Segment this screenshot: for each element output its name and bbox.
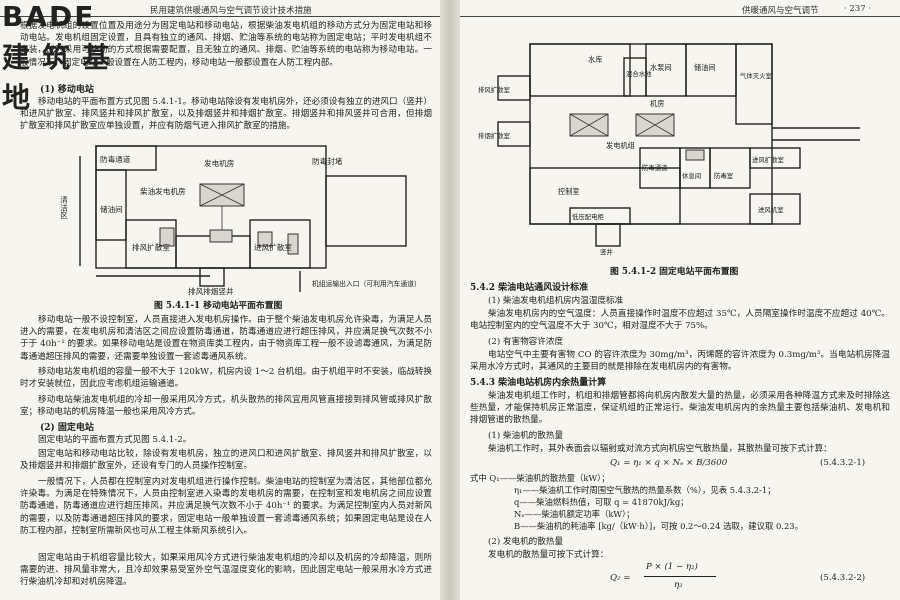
label-chuyou: 储油间: [100, 204, 123, 214]
label-xiuxi: 休息间: [682, 171, 701, 180]
var-eta1: η₁——柴油机工作时周围空气散热的热量系数（%），见表 5.4.3.2-1；: [514, 485, 776, 495]
paragraph-harmful: 电站空气中主要有害物 CO 的容许浓度为 30mg/m³，丙烯醛的容许浓度为 0…: [470, 350, 890, 373]
figure-mobile-station: 防毒通道 发电机房 柴油发电机房 储油间 防毒封堵 排风扩散室 进风扩散室 排风…: [59, 145, 421, 296]
paragraph-fixed-compare: 固定电站和移动电站比较，除设有发电机房，独立的进风口和进风扩散室、排风竖井和排风…: [20, 449, 432, 472]
sub-diesel-heat: (1) 柴油机的散热量: [488, 431, 564, 441]
label-jinfeng: 进风扩散室: [254, 242, 292, 252]
label-jinfengji: 进风机室: [758, 205, 784, 214]
section-5-4-3: 5.4.3 柴油电站机房内余热量计算: [470, 378, 607, 388]
var-q: q——柴油燃料热值，可取 q = 41870kJ/kg；: [514, 497, 689, 507]
var-ne: Nₑ——柴油机额定功率（kW）；: [514, 509, 635, 519]
equation-2-number: (5.4.3.2-2): [820, 573, 866, 583]
label-qiti: 气体灭火室: [740, 71, 773, 80]
equation-2-bar: [644, 576, 716, 577]
paragraph-intro: 根据发电机组的设置位置及用途分为固定电站和移动电站，根据柴油发电机组的移动方式分…: [20, 21, 432, 68]
label-paiyan: 排烟扩散室: [478, 131, 511, 140]
label-jifang: 机房: [650, 99, 664, 108]
label-jizu: 机组运输出入口（可利用汽车通道）: [312, 279, 421, 288]
label-qingjie: 清洁区: [59, 195, 68, 219]
sub-temp-humidity: (1) 柴油发电机组机房内温湿度标准: [488, 296, 624, 306]
header-rule: [0, 16, 440, 17]
equation-2: Q₂ = P × (1 − η₂) η₂: [610, 562, 750, 596]
label-chuyou: 储油间: [694, 63, 716, 72]
var-q1: 式中 Q₁——柴油机的散热量（kW）；: [470, 473, 610, 483]
paragraph-fixed-cooling: 固定电站由于机组容量比较大，如果采用风冷方式进行柴油发电机组的冷却以及机房的冷却…: [20, 553, 432, 588]
label-fadian: 发电机房: [204, 158, 234, 168]
paragraph-heat: 柴油发电机组工作时，机组和排烟管都将向机房内散发大量的热量，必须采用各种降温方式…: [470, 391, 890, 426]
label-shuiku: 水库: [588, 55, 602, 64]
label-jinfeng: 进风扩散室: [752, 155, 785, 164]
paragraph-fixed-control: 一般情况下，人员都在控制室内对发电机组进行操作控制。柴油电站的控制室为清洁区，其…: [20, 477, 432, 536]
sub-generator-heat: (2) 发电机的散热量: [488, 537, 564, 547]
label-fangdushi: 防毒室: [714, 171, 734, 180]
equation-2-numerator: P × (1 − η₂): [646, 562, 698, 572]
paragraph-mobile-layout: 移动电站的平面布置方式见图 5.4.1-1。移动电站除设有发电机房外，还必须设有…: [20, 97, 432, 132]
label-fangdu: 防毒通道: [100, 154, 131, 164]
right-page-header: 供暖通风与空气调节: [742, 6, 819, 16]
book-gutter: [440, 0, 460, 600]
left-page: 民用建筑供暖通风与空气调节设计技术措施 根据发电机组的设置位置及用途分为固定电站…: [0, 0, 440, 600]
variable-list: 式中 Q₁——柴油机的散热量（kW）； η₁——柴油机工作时周围空气散热的热量系…: [470, 472, 890, 532]
equation-2-denominator: η₂: [674, 580, 683, 590]
label-chaiyou: 柴油发电机房: [140, 186, 186, 196]
label-fadian: 发电机组: [606, 141, 635, 150]
paragraph-fixed-layout: 固定电站的平面布置方式见图 5.4.1-2。: [38, 435, 192, 445]
paragraph-temp: 柴油发电机房内的空气温度：人员直接操作时温度不应超过 35℃，人员隔室操作时温度…: [470, 309, 890, 332]
right-page: 供暖通风与空气调节 · 237 ·: [460, 0, 900, 600]
equation-2-lhs: Q₂ =: [610, 573, 631, 583]
label-paifeng: 排风扩散室: [132, 242, 170, 252]
figure-caption-fixed: 图 5.4.1-2 固定电站平面布置图: [610, 267, 739, 277]
var-b: B——柴油机的耗油率 [kg/（kW·h）]，可按 0.2～0.24 选取，建议…: [514, 521, 804, 531]
paragraph-generator-heat: 发电机的散热量可按下式计算：: [488, 550, 609, 560]
label-shujing: 竖井: [600, 247, 613, 256]
header-rule-right: [460, 16, 900, 17]
watermark-logo: BADE 建筑基地: [2, 0, 123, 114]
right-page-number: · 237 ·: [844, 4, 872, 14]
label-kongzhi: 控制室: [558, 187, 580, 196]
subheading-fixed: (2) 固定电站: [40, 423, 94, 433]
label-shujing: 排风排烟竖井: [188, 286, 234, 296]
section-5-4-2: 5.4.2 柴油电站通风设计标准: [470, 283, 589, 293]
sub-harmful: (2) 有害物容许浓度: [488, 337, 564, 347]
label-fangdu: 防毒通道: [642, 163, 668, 172]
left-page-header: 民用建筑供暖通风与空气调节设计技术措施: [150, 6, 312, 16]
paragraph-mobile-control: 移动电站一般不设控制室，人员直接进入发电机房操作。由于整个柴油发电机房允许染毒，…: [20, 315, 432, 362]
equation-1: Q₁ = η₁ × q × Nₑ × B/3600: [610, 458, 728, 468]
label-paifeng: 排风扩散室: [478, 85, 511, 94]
label-hunhe: 混合水池: [626, 69, 652, 78]
paragraph-mobile-capacity: 移动电站发电机组的容量一般不大于 120kW，机房内设 1～2 台机组。由于机组…: [20, 367, 432, 390]
figure-caption-mobile: 图 5.4.1-1 移动电站平面布置图: [154, 301, 283, 311]
figure-fixed-station: 水库 水泵间 储油间 气体灭火室 排风扩散室 混合水池 排烟扩散室 机房 发电机…: [478, 43, 860, 256]
equation-1-number: (5.4.3.2-1): [820, 458, 866, 468]
paragraph-diesel-heat: 柴油机工作时，其外表面会以辐射或对流方式向机房空气散热量，其散热量可按下式计算：: [488, 444, 832, 454]
label-shuifang: 水泵间: [650, 63, 672, 72]
label-xiaodu: 防毒封堵: [312, 156, 343, 166]
label-diya: 低压配电柜: [572, 212, 605, 221]
paragraph-mobile-cooling: 移动电站柴油发电机组的冷却一般采用风冷方式，机头散热的排风宜用风管直接接到排风管…: [20, 395, 432, 418]
subheading-mobile: (1) 移动电站: [40, 85, 94, 95]
